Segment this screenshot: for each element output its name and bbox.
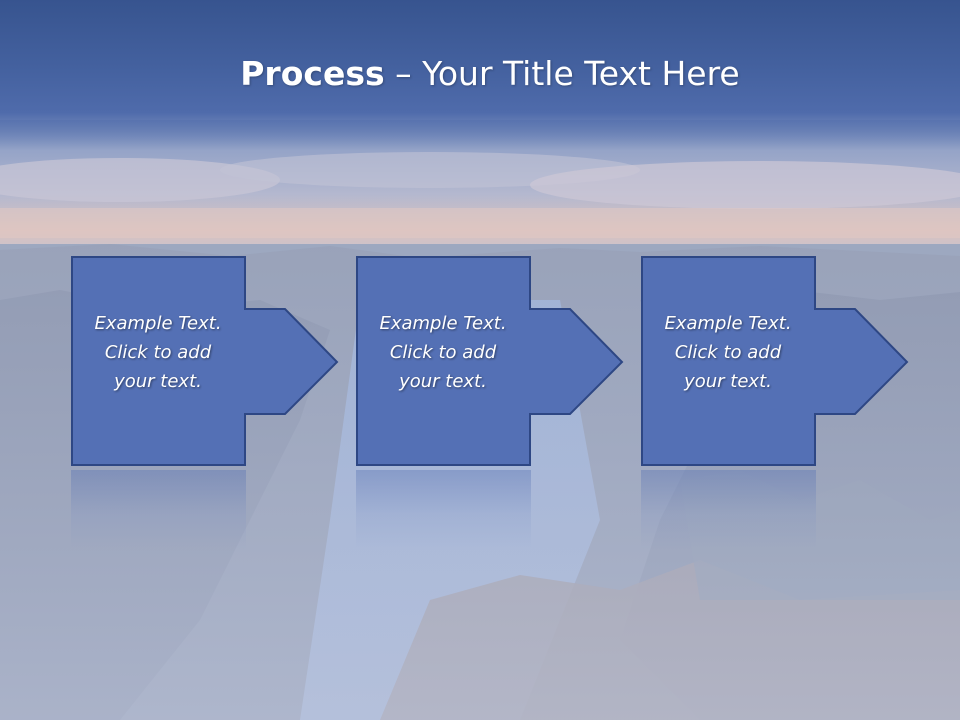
title-bold-part: Process [240, 54, 385, 93]
arrow-box-shape [71, 256, 339, 466]
slide-title[interactable]: Process – Your Title Text Here [0, 52, 960, 96]
process-step-1[interactable]: Example Text. Click to add your text. [71, 256, 341, 468]
title-band [0, 0, 960, 150]
step-1-reflection [71, 470, 246, 550]
step-3-text: Example Text. Click to add your text. [664, 313, 792, 392]
step-2-text: Example Text. Click to add your text. [379, 313, 507, 392]
step-2-reflection [356, 470, 531, 550]
process-step-2[interactable]: Example Text. Click to add your text. [356, 256, 626, 468]
title-text-part: – Your Title Text Here [384, 54, 740, 93]
arrow-box-shape [641, 256, 909, 466]
step-1-text: Example Text. Click to add your text. [94, 313, 222, 392]
arrow-box-shape [356, 256, 624, 466]
process-step-3[interactable]: Example Text. Click to add your text. [641, 256, 911, 468]
step-3-reflection [641, 470, 816, 550]
